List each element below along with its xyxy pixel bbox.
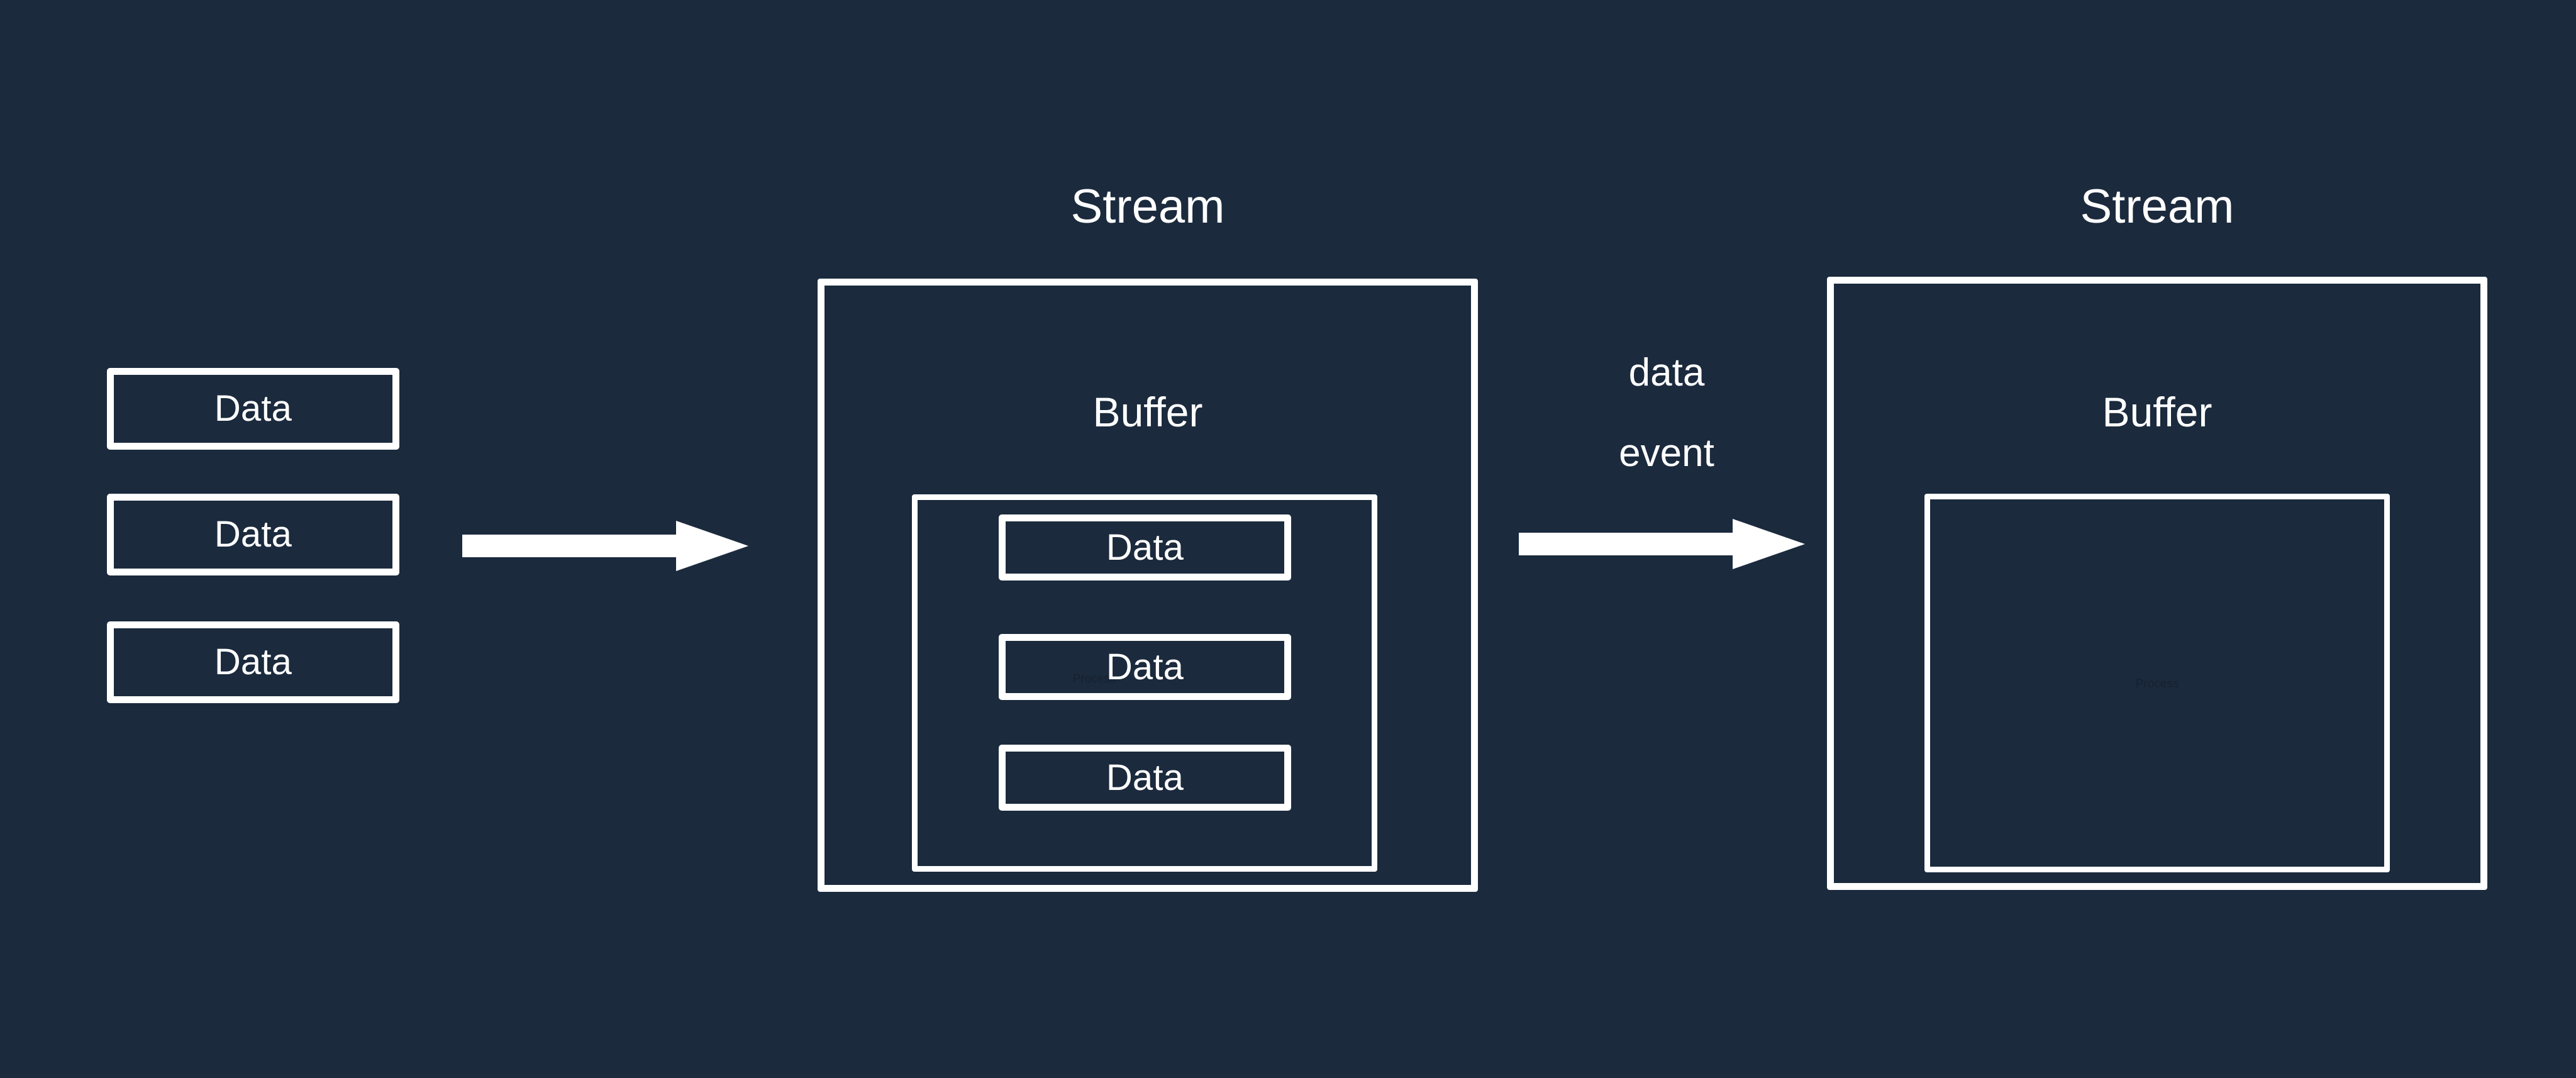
write-arrow [462, 521, 748, 571]
source-data-chip-1: Data [107, 368, 399, 450]
source-buffer-data-chip-2-label: Data [1106, 646, 1184, 687]
source-stream-title: Stream [1070, 180, 1225, 233]
destination-buffer-title: Buffer [2102, 389, 2212, 435]
source-buffer-ghost-label: Process [1072, 672, 1116, 686]
destination-buffer-ghost-label: Process [2135, 677, 2179, 691]
destination-buffer-box [1924, 494, 2390, 872]
source-data-chip-3-label: Data [214, 642, 292, 682]
destination-stream-box [1827, 277, 2487, 890]
source-buffer-data-chip-3: Data [999, 745, 1291, 811]
source-data-chip-1-label: Data [214, 388, 292, 429]
source-buffer-title: Buffer [1092, 389, 1203, 435]
source-data-chip-2-label: Data [214, 514, 292, 555]
source-data-chip-2: Data [107, 494, 399, 575]
data-event-label-line-2: event [1619, 431, 1714, 475]
destination-stream-title: Stream [2080, 180, 2235, 233]
source-data-chip-3: Data [107, 621, 399, 703]
data-event-label-line-1: data [1628, 351, 1705, 394]
data-event-arrow [1519, 519, 1805, 569]
source-buffer-data-chip-3-label: Data [1106, 757, 1184, 798]
source-stream-box [818, 279, 1478, 892]
source-buffer-data-chip-1: Data [999, 514, 1291, 581]
source-buffer-data-chip-1-label: Data [1106, 526, 1184, 568]
source-buffer-box [912, 494, 1377, 872]
source-buffer-data-chip-2: Data [999, 634, 1291, 700]
